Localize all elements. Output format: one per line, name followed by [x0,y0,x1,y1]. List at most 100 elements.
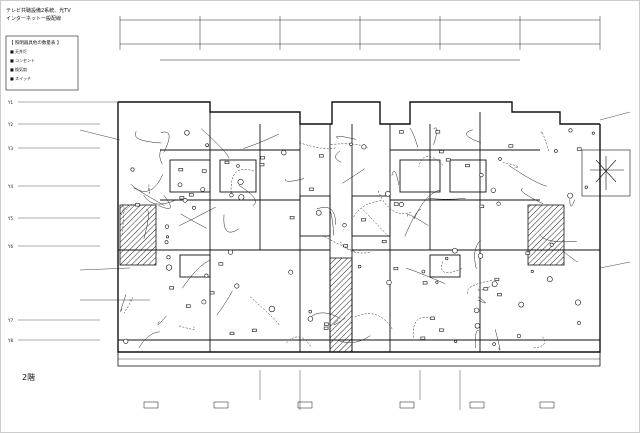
fixture-symbol [315,210,322,216]
wiring-run [182,259,211,289]
wiring-run [119,203,133,216]
wiring-run [201,128,229,159]
fixture-symbol [498,157,502,161]
wiring-run [223,214,240,233]
outlet-symbol [439,328,444,332]
outlet-symbol [445,158,451,162]
balcony-strip [117,351,601,367]
wiring-run [467,280,492,295]
fixture-symbol [229,193,234,198]
fixture-symbol [479,173,484,178]
wiring-run [441,260,462,273]
wiring-run [503,162,519,168]
fixture-symbol [182,198,188,203]
right-detail-box [581,149,631,197]
fixture-symbol [288,269,294,275]
fixture-symbol [234,283,240,289]
wiring-run [427,197,466,200]
wiring-run [494,329,501,351]
wiring-run [377,190,412,214]
grid-label-y2: Y2 [7,122,13,127]
wiring-run [120,294,127,312]
legend-line-4: ■ スイッチ [10,76,31,81]
wiring-run [286,336,312,349]
wiring-run [316,207,336,225]
outlet-symbol [186,304,191,308]
fixture-symbol [308,309,312,314]
fixture-symbol [236,164,240,168]
outlet-symbol [381,240,387,244]
grid-label-y8: Y8 [7,338,13,343]
fixture-symbol [546,276,553,283]
legend-line-2: ■ コンセント [10,58,35,63]
outlet-symbol [323,326,329,330]
fixture-symbol [549,242,554,247]
wiring-run [285,178,305,182]
fixture-symbol [281,150,287,156]
outlet-symbol [324,322,329,326]
wiring-run [243,133,279,149]
wiring-run [123,297,134,314]
fixture-symbol [238,194,245,201]
fixture-symbol [490,187,496,193]
fixture-symbol [567,192,574,199]
outlet-symbol [361,218,366,222]
fixture-symbol [516,333,522,339]
fixture-symbol [421,269,426,274]
fixture-symbol [385,191,391,197]
wiring-run [433,127,438,145]
central-corridor-shaft [329,257,353,353]
outlet-symbol [289,216,295,220]
annotation-leaders [79,111,631,410]
wiring-run [330,210,334,236]
fixture-symbol [492,342,496,346]
fixture-symbol [518,301,525,308]
outlet-symbol [209,291,215,295]
wiring-run [238,184,256,206]
wiring-run [532,336,545,349]
grid-label-y1: Y1 [7,100,13,105]
outlet-symbol [135,203,140,207]
wiring-run [418,156,444,167]
header-line-1: テレビ共聴設備2系統、光TV [6,7,71,14]
outlet-symbol [438,150,444,154]
wiring-run [412,317,436,340]
fixture-symbol [454,339,458,343]
bottom-label-boxes [143,401,555,409]
outlet-symbol [218,262,224,266]
outlet-symbol [309,187,314,191]
grid-tick-lines [18,101,118,341]
outlet-symbol [576,147,582,151]
outlet-symbol [508,144,514,148]
wiring-run [130,184,165,206]
wiring-run [564,252,578,263]
fixture-symbol [130,167,135,172]
stair-area-left [119,204,157,266]
outlet-symbol [179,196,185,200]
fixture-symbol [474,323,481,329]
fixture-symbol [204,273,209,278]
grid-label-y6: Y6 [7,244,13,249]
wiring-run [323,235,355,252]
wiring-run [569,199,576,207]
wiring-run [134,131,162,144]
wiring-run [336,135,357,140]
left-grid-labels: Y1 Y2 Y3 Y4 Y5 Y6 Y7 Y8 [7,100,13,343]
outlet-symbol [201,169,207,173]
wiring-run [353,313,393,330]
grid-label-y3: Y3 [7,146,13,151]
header-line-2: インターネット一般配線 [6,15,61,22]
fixture-symbol [177,182,183,188]
outlet-symbol [525,251,531,255]
wiring-run [339,335,371,343]
wiring-run [133,174,164,192]
wiring-run [335,150,342,163]
fixture-symbol [473,307,480,314]
fixture-symbol [445,256,449,261]
wiring-run [342,168,366,184]
outlet-symbol [259,163,265,167]
wiring-run [178,325,196,330]
wiring-run [160,131,170,153]
fixture-symbol [200,187,205,192]
